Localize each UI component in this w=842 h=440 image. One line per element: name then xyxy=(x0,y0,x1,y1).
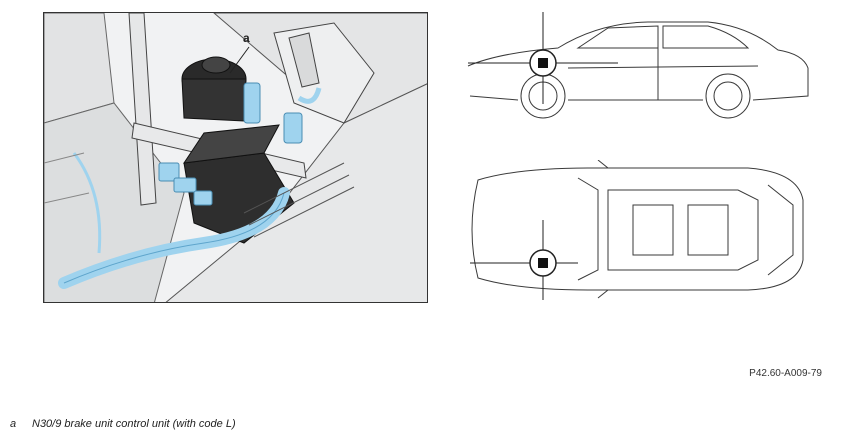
car-top-outline xyxy=(470,159,804,300)
vehicle-top-view xyxy=(458,159,818,310)
figure-reference-code: P42.60-A009-79 xyxy=(749,368,822,379)
legend-item: a N30/9 brake unit control unit (with cod… xyxy=(10,418,236,430)
legend-text: N30/9 brake unit control unit (with code… xyxy=(32,418,236,430)
engine-bay-drawing: a xyxy=(44,13,427,302)
detail-illustration: a xyxy=(43,12,428,303)
car-side-outline xyxy=(467,12,809,119)
vehicle-side-view xyxy=(458,8,818,120)
legend-key: a xyxy=(10,418,17,430)
callout-label-a: a xyxy=(243,31,250,45)
